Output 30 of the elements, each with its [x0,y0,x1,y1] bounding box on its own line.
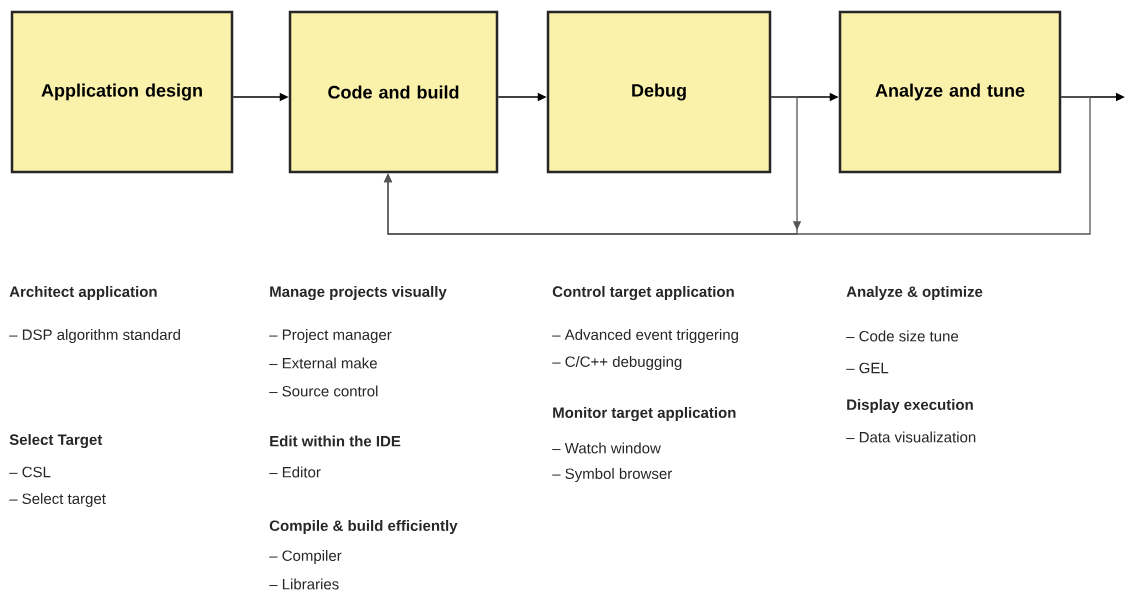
section-heading: Display execution [847,399,973,413]
section-heading: Select Target [9,433,103,448]
process-box: Debug [546,10,772,174]
list-item: – Source control [269,385,378,397]
list-item: – Libraries [269,578,339,590]
section-heading: Edit within the IDE [270,435,401,447]
section-heading: Analyze & optimize [846,286,983,300]
list-item: – Code size tune [846,330,959,342]
section-heading: Architect application [9,286,157,300]
list-item: – C/C++ debugging [552,356,682,370]
list-item: – Data visualization [846,431,976,443]
section-heading: Manage projects visually [270,285,447,300]
list-item: – GEL [846,362,889,374]
list-item: – Symbol browser [552,468,672,482]
list-item: – Editor [269,466,321,478]
list-item: – Compiler [269,550,342,564]
section-heading: Compile & build efficiently [269,520,458,534]
arrow [383,96,1091,235]
list-item: – Advanced event triggering [552,329,738,343]
section-heading: Control target application [552,285,734,300]
process-box: Analyze and tune [838,10,1062,174]
list-item: – Project manager [269,329,392,343]
list-item: – Watch window [552,442,661,454]
list-item: – External make [269,357,377,369]
process-box: Application design [10,10,234,174]
process-box: Code and build [288,10,499,174]
section-heading: Monitor target application [553,406,736,421]
list-item: – DSP algorithm standard [9,329,180,343]
list-item: – Select target [9,493,106,507]
list-item: – CSL [9,466,51,478]
